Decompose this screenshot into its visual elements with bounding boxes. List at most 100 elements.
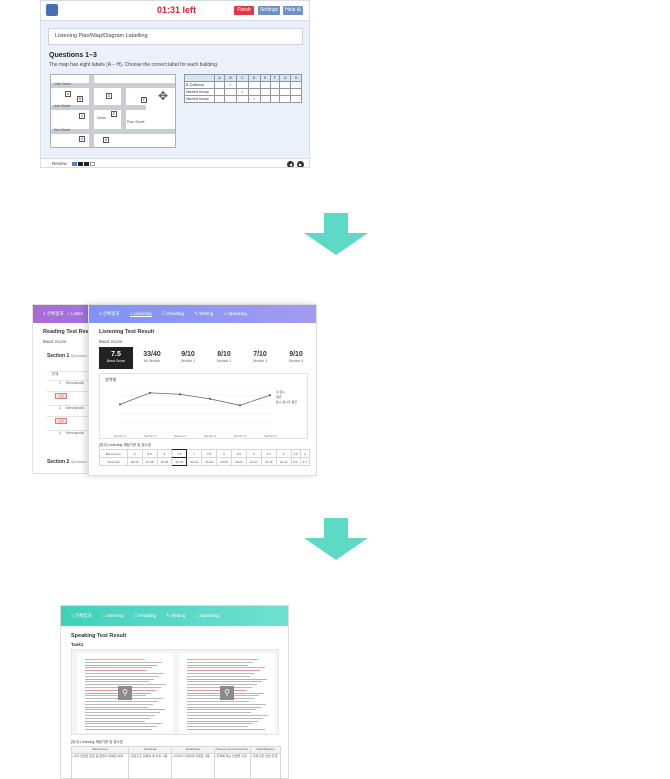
data-point	[149, 391, 151, 394]
map-label-d[interactable]: D	[106, 93, 112, 99]
answer-page-right[interactable]: ⚲	[179, 653, 275, 733]
text-line	[187, 726, 248, 728]
grid-cell[interactable]	[290, 88, 302, 96]
tab-listening[interactable]: ⌂ Listen	[67, 311, 84, 316]
table-cell: 39-40	[126, 457, 143, 466]
tab-writing[interactable]: ✎ Writing	[166, 613, 186, 618]
grid-cell[interactable]	[269, 95, 281, 103]
grid-cell[interactable]	[259, 95, 271, 103]
grid-header: A	[213, 74, 226, 82]
grid-cell[interactable]	[290, 95, 302, 103]
map-label-a[interactable]: A	[65, 91, 71, 97]
question-title: Questions 1–3	[49, 52, 97, 59]
text-line	[187, 670, 260, 672]
grid-cell[interactable]	[269, 88, 281, 96]
grid-cell-checked[interactable]: ✓	[247, 95, 261, 103]
table-cell: 10-12	[275, 457, 292, 466]
map-label-f[interactable]: F	[141, 97, 147, 103]
grid-row-label: Hitched House	[184, 95, 215, 103]
score-card: 8/10 Section 2	[207, 347, 241, 369]
x-tick-label: Section 1	[114, 434, 127, 438]
table-cell: • 문장구조 정확성 및 어휘 사용	[128, 753, 173, 778]
text-line	[187, 673, 255, 674]
text-line	[85, 673, 164, 674]
grid-cell-checked[interactable]: ✓	[235, 88, 249, 96]
score-label: Section 2	[216, 359, 232, 363]
grid-row: Hitched House ✓	[184, 88, 302, 96]
review-square[interactable]	[90, 162, 95, 166]
table-cell: 6	[216, 449, 232, 458]
text-line	[187, 661, 253, 663]
score-label: Band Score	[106, 359, 126, 363]
tab-speaking[interactable]: ♫ Speaking	[223, 311, 247, 316]
text-line	[187, 709, 256, 711]
text-line	[187, 687, 252, 688]
answer-page-left[interactable]: ⚲	[77, 653, 173, 733]
grid-header: E	[259, 74, 271, 82]
grid-cell[interactable]	[279, 81, 292, 89]
prev-arrow-icon[interactable]: ◀	[287, 161, 294, 167]
next-arrow-icon[interactable]: ▶	[297, 161, 304, 167]
table-cell: 8.5	[141, 449, 158, 458]
grid-cell[interactable]	[224, 88, 237, 96]
tab-listening[interactable]: ⌂ Listening	[101, 613, 124, 618]
down-arrow-icon	[304, 213, 368, 257]
grid-cell[interactable]	[290, 81, 302, 89]
grid-header: F	[269, 74, 281, 82]
tab-all[interactable]: ≡ 전체점과	[43, 311, 64, 316]
grid-cell[interactable]	[269, 81, 281, 89]
review-square[interactable]	[72, 162, 77, 166]
map-label-c[interactable]: C	[79, 113, 85, 119]
finish-button[interactable]: Finish	[234, 6, 254, 15]
table-cell: 4.5	[260, 449, 277, 458]
grid-cell[interactable]	[279, 95, 292, 103]
map-road	[89, 75, 94, 147]
grid-cell[interactable]	[213, 95, 226, 103]
row-text: Merchandis	[65, 381, 84, 385]
grid-cell[interactable]	[213, 81, 226, 89]
grid-cell[interactable]	[235, 95, 249, 103]
grid-cell[interactable]	[259, 81, 271, 89]
text-line	[187, 717, 263, 719]
map-label-g[interactable]: G	[79, 136, 85, 142]
grid-cell[interactable]	[247, 81, 261, 89]
chart-legend: 내 점수 평균 동시 응시자 평균	[276, 390, 297, 405]
grid-cell[interactable]	[259, 88, 271, 96]
grid-row-label: Hitched House	[184, 88, 215, 96]
text-line	[85, 701, 158, 702]
table-cell: 8	[156, 449, 173, 458]
tab-all[interactable]: ≡ 전체점과	[71, 613, 92, 618]
settings-button[interactable]: Settings	[258, 6, 280, 15]
grid-cell[interactable]	[213, 88, 226, 96]
grid-cell[interactable]	[279, 88, 292, 96]
text-line	[187, 729, 265, 730]
zoom-icon[interactable]: ⚲	[220, 686, 234, 700]
tab-reading[interactable]: ☐ Reading	[133, 613, 157, 618]
text-line	[85, 681, 149, 683]
grid-cell[interactable]	[224, 95, 237, 103]
review-square[interactable]	[78, 162, 83, 166]
tab-speaking[interactable]: ♫ Speaking	[195, 613, 219, 618]
grid-cell-checked[interactable]: ✓	[224, 81, 237, 89]
grid-cell[interactable]	[247, 88, 261, 96]
table-cell: 35-36	[156, 457, 173, 466]
tab-writing[interactable]: ✎ Writing	[194, 311, 214, 316]
map-label-h[interactable]: H	[103, 137, 109, 143]
text-line	[85, 712, 160, 714]
help-button[interactable]: Help ⊞	[283, 6, 303, 15]
street-label: Oak Street	[54, 82, 71, 86]
map-road	[121, 83, 126, 133]
grid-cell[interactable]	[235, 81, 249, 89]
tab-reading[interactable]: ☐ Reading	[161, 311, 185, 316]
map-label-b[interactable]: B	[77, 96, 83, 102]
text-line	[187, 675, 250, 677]
zoom-icon[interactable]: ⚲	[118, 686, 132, 700]
tab-listening[interactable]: ⌂ Listening	[129, 311, 152, 317]
row-number: 4	[59, 431, 61, 435]
text-line	[85, 670, 147, 672]
map-label-e[interactable]: E	[111, 111, 117, 117]
review-square[interactable]	[84, 162, 89, 166]
tab-all[interactable]: ≡ 전체점과	[99, 311, 120, 316]
chart-title: 영역별	[105, 377, 117, 382]
